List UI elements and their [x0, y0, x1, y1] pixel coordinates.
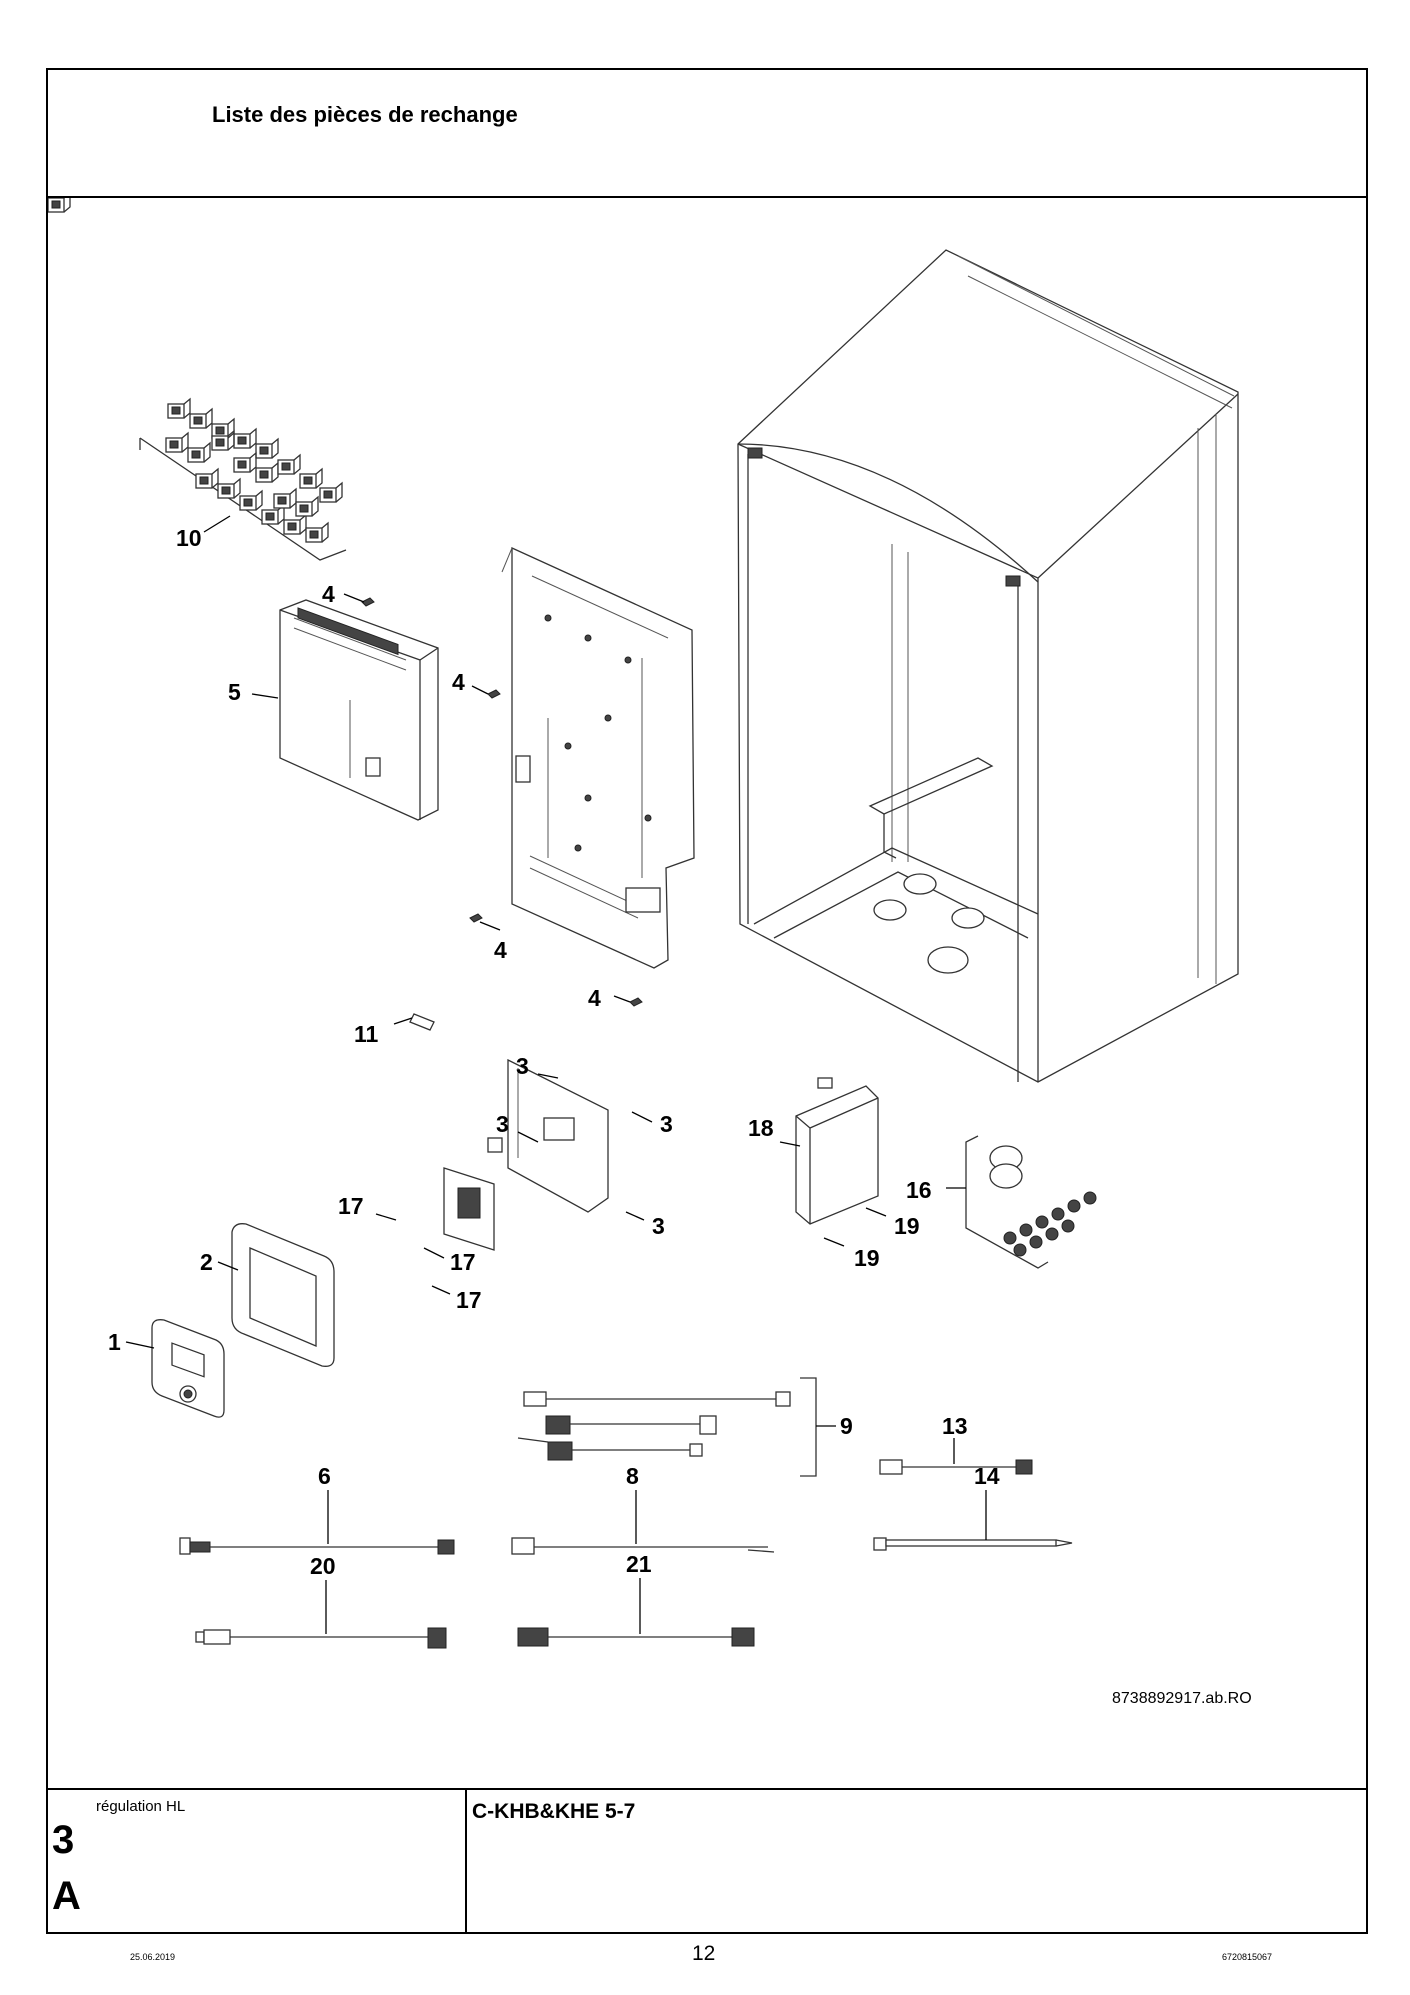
sensor-cable-20-part: [195, 1580, 447, 1649]
callout-3-a: 3: [516, 1053, 529, 1079]
screw-icon: [343, 593, 375, 607]
section-letter: A: [52, 1874, 81, 1918]
callout-8: 8: [626, 1463, 639, 1489]
page-frame: [46, 68, 1368, 1934]
callout-14: 14: [974, 1463, 1000, 1489]
callout-6: 6: [318, 1463, 331, 1489]
model-name: C-KHB&KHE 5-7: [472, 1800, 636, 1823]
housing-cabinet-part: [737, 249, 1239, 1083]
page-title: Liste des pièces de rechange: [212, 102, 518, 127]
callout-3-b: 3: [660, 1111, 673, 1137]
callout-13: 13: [942, 1413, 968, 1439]
screw-icon: [613, 995, 643, 1007]
callout-20: 20: [310, 1553, 336, 1579]
callout-19-a: 19: [894, 1213, 920, 1239]
cable-6-part: [179, 1490, 455, 1555]
cable-glands-part: [946, 1135, 1097, 1269]
callout-16: 16: [906, 1177, 932, 1203]
header-divider: [46, 196, 1368, 198]
fuse-part: [393, 1013, 435, 1031]
callout-11: 11: [354, 1021, 379, 1047]
callout-17-b: 17: [450, 1249, 476, 1275]
callout-3-c: 3: [496, 1111, 509, 1137]
terminal-connectors-part: [48, 198, 347, 561]
callout-3-d: 3: [652, 1213, 665, 1239]
section-label: régulation HL: [96, 1798, 186, 1815]
mounting-frame-part: [231, 1223, 335, 1367]
sensor-holder-part: [443, 1167, 495, 1251]
cable-tie-part: [873, 1490, 1073, 1551]
cable-13-part: [879, 1438, 1033, 1475]
bracket-plate-part: [487, 1058, 609, 1213]
page-number: 12: [692, 1942, 716, 1965]
exploded-parts-drawing: 10 5 4 4 4: [48, 198, 1239, 1649]
mounting-plate-part: [501, 546, 695, 969]
callout-2: 2: [200, 1249, 213, 1275]
callout-18: 18: [748, 1115, 774, 1141]
callout-9: 9: [840, 1413, 853, 1439]
callout-4-top: 4: [322, 581, 335, 607]
callout-17-c: 17: [456, 1287, 482, 1313]
junction-box-part: [795, 1077, 879, 1225]
footer-date: 25.06.2019: [130, 1952, 176, 1962]
drawing-reference: 8738892917.ab.RO: [1112, 1690, 1252, 1707]
callout-10: 10: [176, 525, 202, 551]
titleblock-divider: [46, 1788, 1368, 1790]
callout-21: 21: [626, 1551, 652, 1577]
callout-1: 1: [108, 1329, 121, 1355]
cable-set-part: [517, 1377, 836, 1477]
section-number: 3: [52, 1818, 75, 1862]
screw-icon: [471, 685, 501, 699]
callout-4-mid: 4: [452, 669, 465, 695]
titleblock-vertical-divider: [465, 1788, 467, 1934]
control-module-part: [279, 599, 439, 821]
room-controller-part: [151, 1319, 225, 1418]
callout-4-bottom: 4: [588, 985, 601, 1011]
callout-4-lower: 4: [494, 937, 507, 963]
cable-8-part: [511, 1490, 775, 1555]
document-number: 6720815067: [1222, 1952, 1273, 1962]
screw-icon: [469, 913, 501, 931]
callout-17-a: 17: [338, 1193, 364, 1219]
callout-5: 5: [228, 679, 241, 705]
cable-21-part: [517, 1578, 755, 1647]
callout-19-b: 19: [854, 1245, 880, 1271]
